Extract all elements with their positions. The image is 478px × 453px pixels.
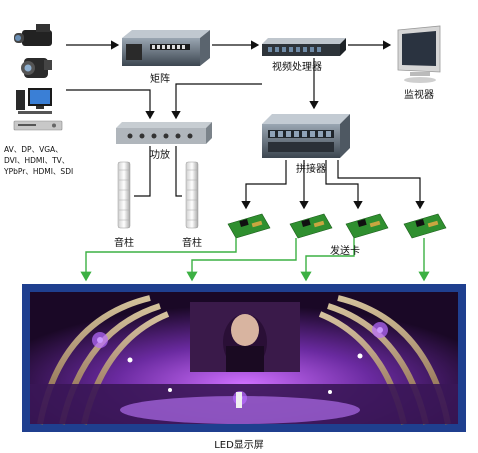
sending-card-icon xyxy=(227,213,271,239)
led-screen-image xyxy=(22,284,466,432)
monitor-label: 监视器 xyxy=(404,90,434,101)
speaker-column-icon xyxy=(185,161,199,229)
source-format-line: YPbPr、HDMI、SDI xyxy=(4,167,74,176)
splicer-label: 拼接器 xyxy=(296,164,326,175)
speaker-right-label: 音柱 xyxy=(182,238,202,249)
speaker-left-label: 音柱 xyxy=(114,238,134,249)
sending-card-icon xyxy=(345,213,389,239)
matrix-device-icon xyxy=(122,30,210,66)
dvd-player-icon xyxy=(13,120,63,131)
video-processor-icon xyxy=(262,38,346,56)
video-camera-icon xyxy=(21,58,52,78)
splicer-icon xyxy=(262,114,350,158)
source-formats-list: AV、DP、VGA、 DVI、HDMI、TV、 YPbPr、HDMI、SDI xyxy=(4,144,73,177)
matrix-label: 矩阵 xyxy=(150,74,170,85)
monitor-icon xyxy=(397,25,441,83)
led-screen-label: LED显示屏 xyxy=(214,440,264,451)
speaker-column-icon xyxy=(117,161,131,229)
camcorder-icon xyxy=(14,24,52,46)
sending-card-connections xyxy=(80,238,430,282)
amplifier-icon xyxy=(116,122,212,144)
sending-card-icon xyxy=(403,213,447,239)
video-processor-label: 视频处理器 xyxy=(272,62,322,73)
amplifier-label: 功放 xyxy=(150,150,170,161)
source-format-line: DVI、HDMI、TV、 xyxy=(4,156,70,165)
source-format-line: AV、DP、VGA、 xyxy=(4,145,63,154)
signal-connections xyxy=(66,40,425,210)
computer-icon xyxy=(16,88,52,114)
sending-card-label: 发送卡 xyxy=(330,246,360,257)
sending-card-icon xyxy=(289,213,333,239)
